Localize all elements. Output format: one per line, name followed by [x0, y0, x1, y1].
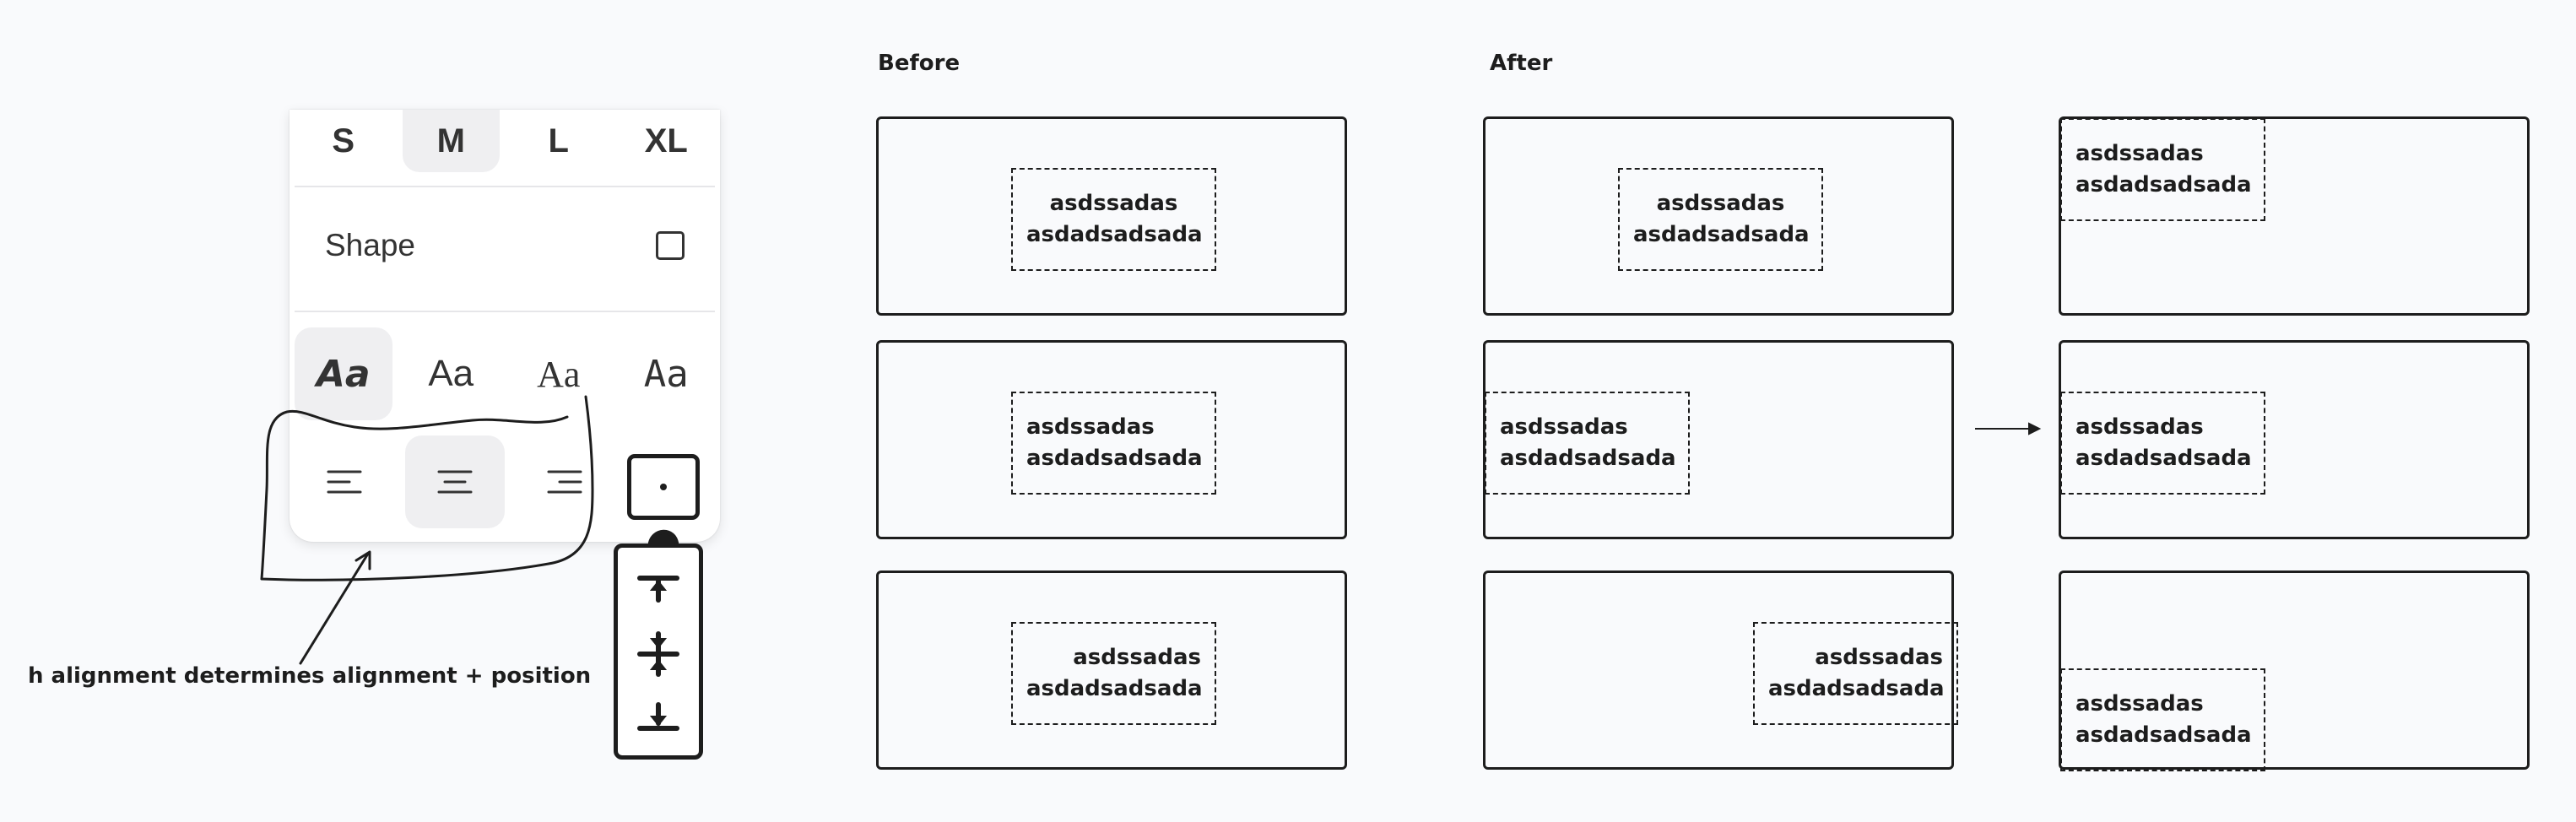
text-box: asdssadas asdadsadsada — [1618, 168, 1823, 271]
shape-row[interactable]: Shape — [290, 186, 720, 306]
align-left-button[interactable] — [295, 435, 395, 528]
text-box: asdssadas asdadsadsada — [2060, 668, 2265, 771]
text-box: asdssadas asdadsadsada — [2060, 392, 2265, 495]
after-frame-top: asdssadas asdadsadsada — [2059, 116, 2530, 316]
text-line: asdssadas — [1500, 414, 1628, 440]
text-line: asdssadas — [2075, 141, 2204, 166]
text-line: asdadsadsada — [1026, 446, 1203, 471]
text-line: asdssadas — [1815, 645, 1943, 670]
font-mono-button[interactable]: Aa — [643, 352, 689, 396]
align-center-button[interactable] — [404, 435, 505, 528]
align-middle-icon[interactable] — [637, 631, 679, 677]
align-right-icon — [547, 470, 582, 494]
flow-arrowhead — [2028, 422, 2042, 435]
annotation-arrow — [299, 552, 370, 665]
divider — [295, 311, 715, 312]
align-top-icon[interactable] — [637, 576, 679, 603]
text-line: asdssadas — [2075, 414, 2204, 440]
align-right-button[interactable] — [515, 435, 615, 528]
divider — [295, 186, 715, 187]
annotation-arrowhead — [354, 550, 371, 571]
text-line: asdssadas — [1656, 191, 1785, 216]
text-line: asdssadas — [1026, 414, 1155, 440]
text-line: asdssadas — [1049, 191, 1178, 216]
shape-square-icon[interactable] — [656, 231, 685, 260]
text-line: asdadsadsada — [1633, 222, 1810, 247]
text-line: asdadsadsada — [1500, 446, 1676, 471]
dot-icon — [660, 484, 667, 490]
text-box: asdssadas asdadsadsada — [1011, 622, 1216, 725]
text-line: asdssadas — [2075, 691, 2204, 717]
text-box: asdssadas asdadsadsada — [1753, 622, 1958, 725]
before-frame-left-aligned: asdssadas asdadsadsada — [876, 116, 1347, 316]
align-center-icon — [437, 470, 473, 494]
vertical-align-options — [637, 576, 679, 731]
align-bottom-icon[interactable] — [637, 702, 679, 731]
before-frame-center-aligned: asdssadas asdadsadsada — [876, 340, 1347, 539]
text-line: asdadsadsada — [1768, 676, 1945, 701]
font-draw-button[interactable]: Aa — [295, 327, 392, 420]
text-line: asdadsadsada — [2075, 446, 2252, 471]
before-frame-right-aligned: asdssadas asdadsadsada — [876, 571, 1347, 770]
text-box: asdssadas asdadsadsada — [2060, 118, 2265, 221]
after-frame-bottom: asdssadas asdadsadsada — [2059, 571, 2530, 771]
vertical-align-button[interactable] — [627, 454, 700, 520]
after-frame-center: asdssadas asdadsadsada — [1483, 116, 1954, 316]
text-line: asdadsadsada — [1026, 222, 1203, 247]
text-box: asdssadas asdadsadsada — [1485, 392, 1690, 495]
annotation-text: h alignment determines alignment + posit… — [28, 663, 592, 689]
text-line: asdadsadsada — [1026, 676, 1203, 701]
size-s-button[interactable]: S — [332, 122, 355, 160]
after-frame-right: asdssadas asdadsadsada — [1483, 571, 1958, 770]
after-frame-middle: asdssadas asdadsadsada — [2059, 340, 2530, 539]
shape-label: Shape — [325, 228, 415, 262]
after-heading: After — [1490, 51, 1553, 76]
vertical-align-menu — [614, 543, 703, 760]
font-serif-button[interactable]: Aa — [537, 353, 581, 395]
size-picker: S M L XL — [290, 110, 720, 172]
font-sans-button[interactable]: Aa — [428, 353, 474, 394]
font-picker: Aa Aa Aa Aa — [290, 327, 720, 420]
size-m-button[interactable]: M — [402, 110, 500, 172]
size-l-button[interactable]: L — [548, 122, 569, 160]
after-frame-left: asdssadas asdadsadsada — [1483, 340, 1954, 539]
text-box: asdssadas asdadsadsada — [1011, 168, 1216, 271]
text-box: asdssadas asdadsadsada — [1011, 392, 1216, 495]
before-heading: Before — [878, 51, 961, 76]
size-xl-button[interactable]: XL — [644, 122, 688, 160]
text-line: asdadsadsada — [2075, 722, 2252, 748]
text-line: asdssadas — [1073, 645, 1201, 670]
text-line: asdadsadsada — [2075, 172, 2252, 197]
align-left-icon — [327, 470, 362, 494]
